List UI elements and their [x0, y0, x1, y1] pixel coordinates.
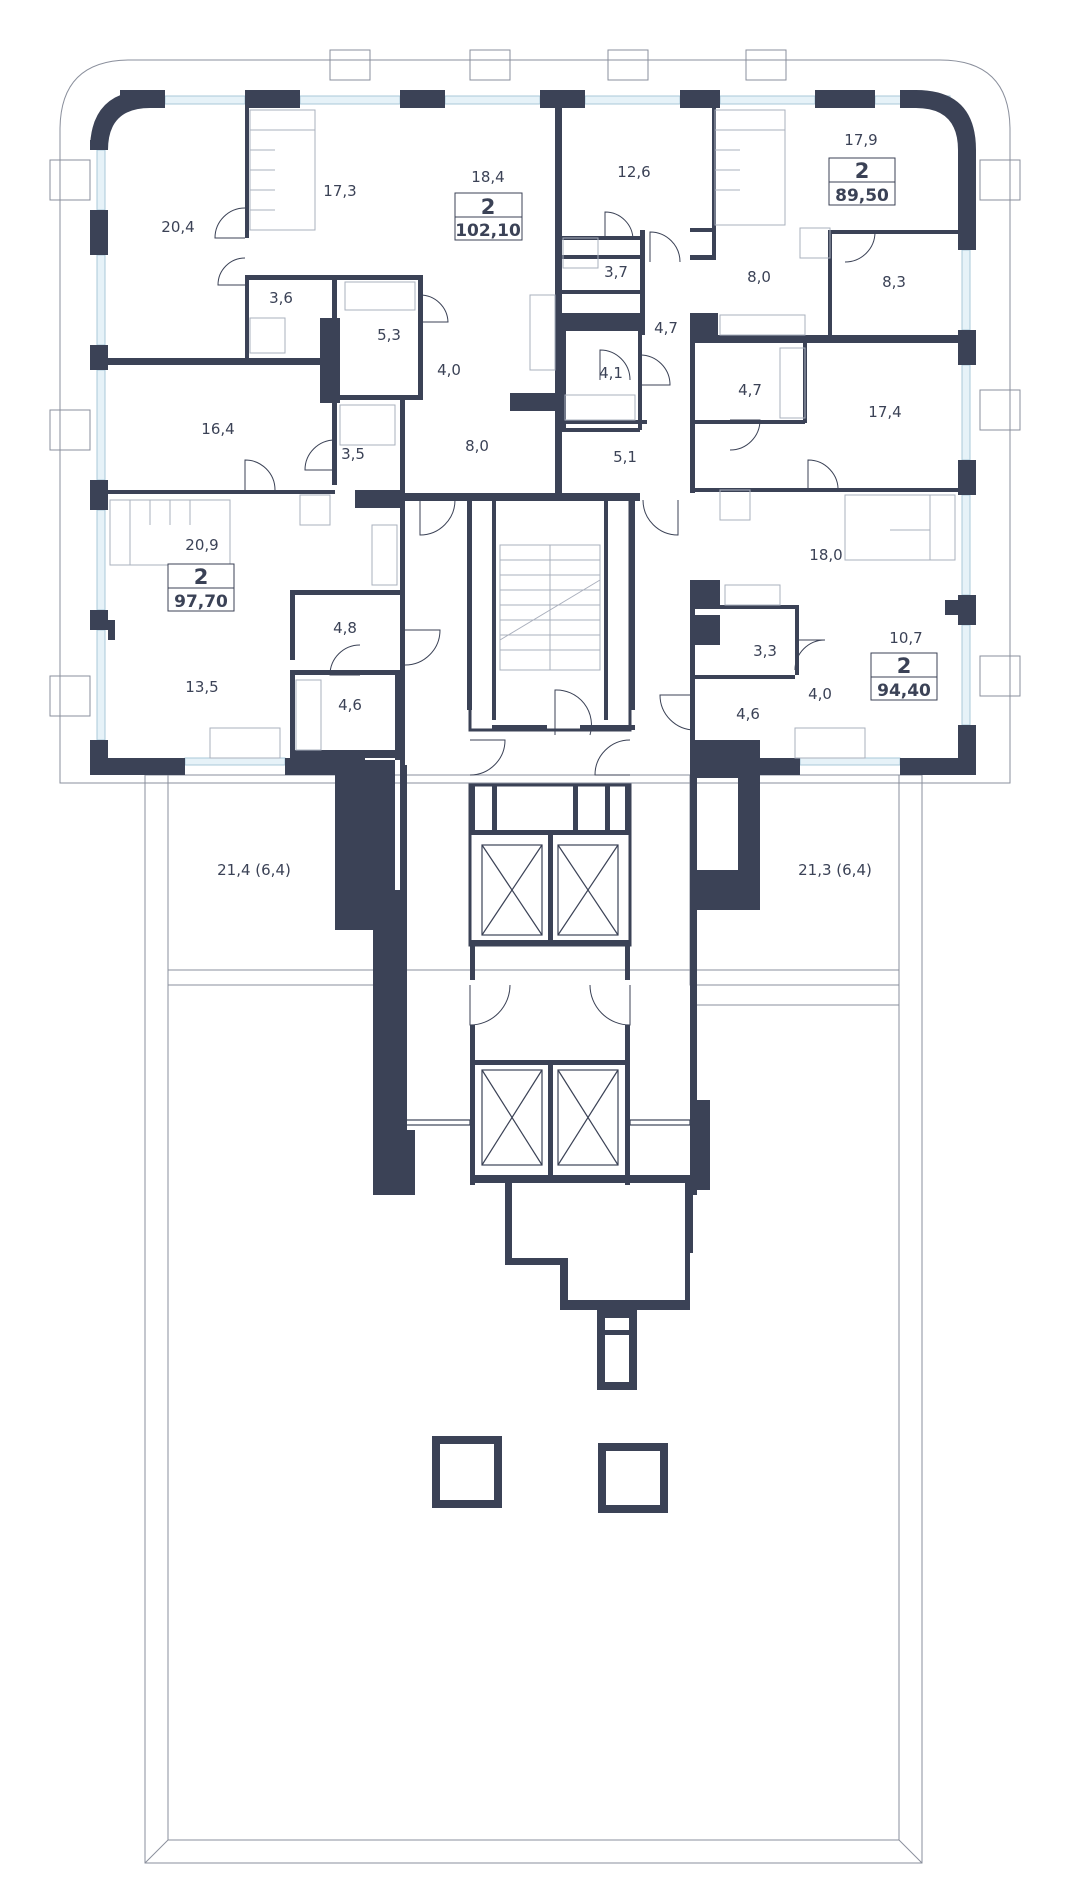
apartment-rooms: 2 — [194, 565, 209, 589]
room-area-label: 4,8 — [333, 619, 357, 637]
apartment-rooms: 2 — [481, 195, 496, 219]
room-area-label: 4,0 — [437, 361, 461, 379]
apartment-badge: 2 102,10 — [454, 192, 523, 241]
apartment-rooms: 2 — [897, 654, 912, 678]
terrace-area-label: 21,4 (6,4) — [217, 861, 291, 879]
apartment-badge: 2 94,40 — [870, 652, 938, 701]
room-area-label: 5,1 — [613, 448, 637, 466]
apartment-badge: 2 89,50 — [828, 157, 896, 206]
room-area-label: 4,6 — [736, 705, 760, 723]
room-area-label: 18,4 — [471, 168, 504, 186]
room-area-label: 17,3 — [323, 182, 356, 200]
apartment-area: 97,70 — [174, 592, 228, 612]
building-outline — [49, 49, 1021, 784]
room-area-label: 8,0 — [747, 268, 771, 286]
apartment-area: 94,40 — [877, 681, 931, 701]
apartment-rooms: 2 — [855, 159, 870, 183]
room-area-label: 8,0 — [465, 437, 489, 455]
room-area-label: 4,1 — [599, 364, 623, 382]
room-area-label: 4,7 — [654, 319, 678, 337]
room-area-label: 3,6 — [269, 289, 293, 307]
terrace-labels: 21,4 (6,4) 21,3 (6,4) — [217, 861, 872, 879]
terrace-area-label: 21,3 (6,4) — [798, 861, 872, 879]
room-area-label: 4,6 — [338, 696, 362, 714]
room-area-label: 16,4 — [201, 420, 234, 438]
room-area-label: 20,4 — [161, 218, 194, 236]
interior-walls — [108, 108, 975, 1513]
roof-terrace-outline — [144, 774, 923, 1864]
room-area-label: 17,9 — [844, 131, 877, 149]
room-area-label: 4,7 — [738, 381, 762, 399]
room-area-label: 4,0 — [808, 685, 832, 703]
apartment-badge: 2 97,70 — [167, 563, 235, 612]
room-area-label: 5,3 — [377, 326, 401, 344]
apartment-area: 89,50 — [835, 186, 889, 206]
room-area-label: 3,5 — [341, 445, 365, 463]
room-area-label: 10,7 — [889, 629, 922, 647]
room-area-label: 20,9 — [185, 536, 218, 554]
room-labels: 20,4 17,3 18,4 12,6 17,9 3,6 5,3 4,0 3,7… — [161, 131, 922, 723]
room-area-label: 8,3 — [882, 273, 906, 291]
room-area-label: 3,7 — [604, 263, 628, 281]
room-area-label: 3,3 — [753, 642, 777, 660]
room-area-label: 17,4 — [868, 403, 901, 421]
room-area-label: 13,5 — [185, 678, 218, 696]
doors — [214, 207, 876, 1026]
room-area-label: 18,0 — [809, 546, 842, 564]
room-area-label: 12,6 — [617, 163, 650, 181]
apartment-area: 102,10 — [455, 221, 521, 241]
